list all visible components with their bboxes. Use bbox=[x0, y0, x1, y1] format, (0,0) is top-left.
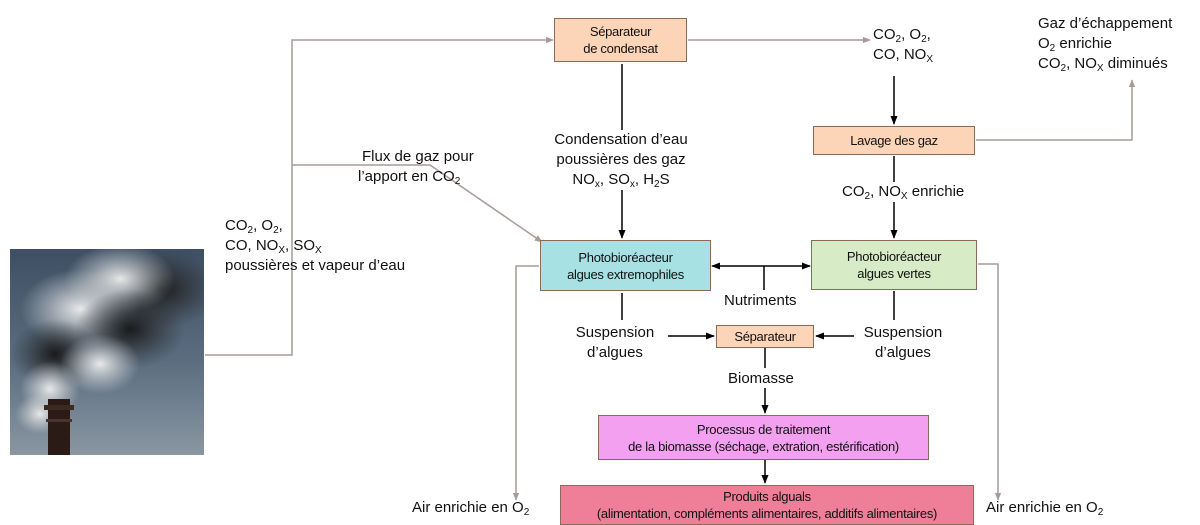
exhaust-line2: O2 enrichie bbox=[1038, 35, 1112, 54]
box-lavage-des-gaz: Lavage des gaz bbox=[813, 126, 975, 155]
traitement-line1: Processus de traitement bbox=[696, 421, 831, 437]
label-air-enrichie-right: Air enrichie en O2 bbox=[986, 499, 1104, 518]
gray-line-left-air bbox=[512, 265, 539, 501]
box-separateur-condensat-line1: Séparateur bbox=[589, 24, 652, 39]
box-photobioreacteur-vertes: Photobioréacteur algues vertes bbox=[811, 240, 977, 290]
exhaust-line1: Gaz d’échappement bbox=[1038, 15, 1173, 32]
suspension-right-line2: d’algues bbox=[875, 344, 931, 361]
traitement-line2: de la biomasse (séchage, extration, esté… bbox=[628, 438, 899, 454]
label-top-gases: CO2, O2, CO, NOX bbox=[873, 25, 933, 65]
condensation-line2: poussières des gaz bbox=[556, 151, 686, 168]
suspension-left-line1: Suspension bbox=[575, 324, 655, 341]
pbr-vertes-line1: Photobioréacteur bbox=[846, 249, 942, 264]
box-lavage-label: Lavage des gaz bbox=[850, 133, 938, 148]
box-separateur: Séparateur bbox=[716, 325, 814, 348]
box-separateur-label: Séparateur bbox=[734, 329, 796, 344]
label-co2-nox-enrichie: CO2, NOX enrichie bbox=[842, 182, 965, 202]
box-photobioreacteur-extremophiles: Photobioréacteur algues extremophiles bbox=[540, 240, 711, 291]
suspension-right-line1: Suspension bbox=[863, 324, 943, 341]
exhaust-line3: CO2, NOX diminués bbox=[1038, 55, 1168, 74]
label-condensation: Condensation d’eau poussières des gaz NO… bbox=[541, 130, 701, 190]
pbr-vertes-line2: algues vertes bbox=[857, 266, 931, 281]
label-biomasse: Biomasse bbox=[728, 370, 794, 387]
source-line2: CO, NOX, SOX bbox=[225, 237, 322, 256]
source-line3: poussières et vapeur d’eau bbox=[225, 257, 406, 274]
chimney-smoke-photo bbox=[10, 249, 204, 455]
label-suspension-left: Suspension d’algues bbox=[560, 323, 670, 363]
produits-line2: (alimentation, compléments alimentaires,… bbox=[596, 506, 938, 521]
gray-line-right-air bbox=[978, 263, 1002, 501]
condensation-line3: NOx, SOx, H2S bbox=[572, 171, 670, 190]
gray-line-lavage-to-exhaust bbox=[976, 79, 1136, 141]
gray-line-chimney-to-separator bbox=[205, 36, 554, 356]
label-gaz-echappement: Gaz d’échappement O2 enrichie CO2, NOX d… bbox=[1038, 14, 1172, 74]
box-processus-traitement: Processus de traitement de la biomasse (… bbox=[598, 415, 929, 460]
box-separateur-condensat-line2: de condensat bbox=[583, 41, 658, 56]
gray-line-flux-branch bbox=[292, 164, 543, 243]
produits-line1: Produits alguals bbox=[723, 489, 811, 504]
condensation-line1: Condensation d’eau bbox=[554, 131, 688, 148]
label-air-enrichie-left: Air enrichie en O2 bbox=[412, 499, 530, 518]
box-produits-alguals: Produits alguals (alimentation, compléme… bbox=[560, 485, 974, 525]
source-line1: CO2, O2, bbox=[225, 217, 283, 236]
flux-line2: l’apport en CO2 bbox=[358, 168, 461, 187]
label-suspension-right: Suspension d’algues bbox=[848, 323, 958, 363]
pbr-extremophiles-line1: Photobioréacteur bbox=[578, 249, 673, 265]
pbr-extremophiles-line2: algues extremophiles bbox=[567, 266, 684, 282]
label-flux-de-gaz: Flux de gaz pour l’apport en CO2 bbox=[358, 147, 474, 187]
top-gases-line1: CO2, O2, bbox=[873, 26, 931, 45]
box-separateur-condensat: Séparateur de condensat bbox=[554, 18, 687, 62]
label-source-gases: CO2, O2, CO, NOX, SOX poussières et vape… bbox=[225, 216, 405, 276]
flux-line1: Flux de gaz pour bbox=[362, 148, 474, 165]
suspension-left-line2: d’algues bbox=[587, 344, 643, 361]
label-nutriments: Nutriments bbox=[724, 292, 797, 309]
top-gases-line2: CO, NOX bbox=[873, 46, 934, 65]
